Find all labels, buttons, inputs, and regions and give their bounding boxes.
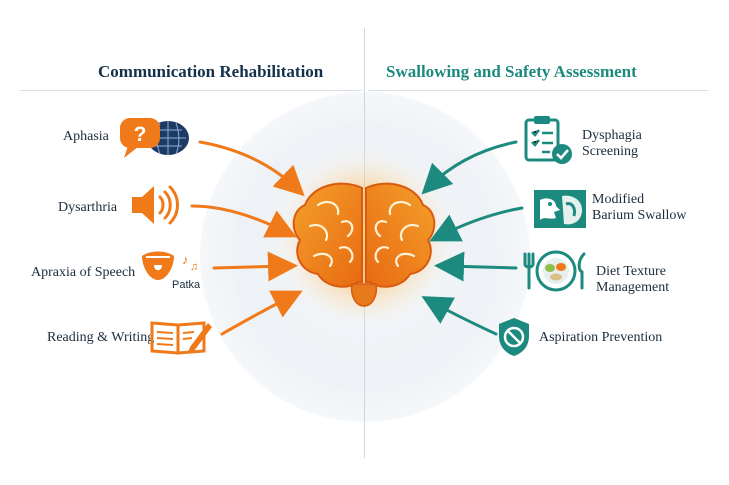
svg-text:♫: ♫ [190,261,198,273]
xray-profile-icon [534,190,586,228]
diet-texture-management-label: Diet Texture Management [596,264,669,296]
no-aspiration-shield-icon [499,318,529,356]
barium-line2: Barium Swallow [592,208,687,223]
barium-line1: Modified [592,192,645,207]
dysphagia-line1: Dysphagia [582,128,642,143]
dysphagia-line2: Screening [582,144,638,159]
arrow-dysphagia [421,140,518,195]
aspiration-prevention-label: Aspiration Prevention [539,330,663,345]
patka-text: Patka [172,279,201,291]
right-header-rule [368,90,708,91]
dysarthria-label: Dysarthria [58,200,118,215]
arrow-dysarthria [190,204,297,238]
right-panel-title: Swallowing and Safety Assessment [386,62,637,81]
book-pen-icon [150,321,212,355]
reading-writing-label: Reading & Writing [47,330,155,345]
aphasia-label: Aphasia [63,129,109,144]
arrow-aspiration [421,296,498,336]
diet-line1: Diet Texture [596,264,666,279]
dysphagia-screening-label: Dysphagia Screening [582,128,642,160]
arrow-aphasia [198,140,305,197]
arrow-diet [434,251,518,282]
speaker-icon [132,185,179,225]
svg-text:♪: ♪ [182,252,189,267]
arrow-reading [220,290,303,336]
diet-line2: Management [596,280,670,295]
apraxia-label: Apraxia of Speech [31,265,136,280]
left-panel-title: Communication Rehabilitation [98,62,324,81]
plate-utensils-icon [523,250,586,292]
arrow-barium [429,206,524,242]
clipboard-check-icon [524,116,572,164]
mouth-icon: ♪ ♫ [142,251,198,280]
modified-barium-swallow-label: Modified Barium Swallow [592,192,687,224]
speech-bubbles-icon: ? [120,118,189,158]
svg-text:?: ? [134,123,147,146]
left-header-rule [20,90,362,91]
arrow-apraxia [212,251,298,282]
